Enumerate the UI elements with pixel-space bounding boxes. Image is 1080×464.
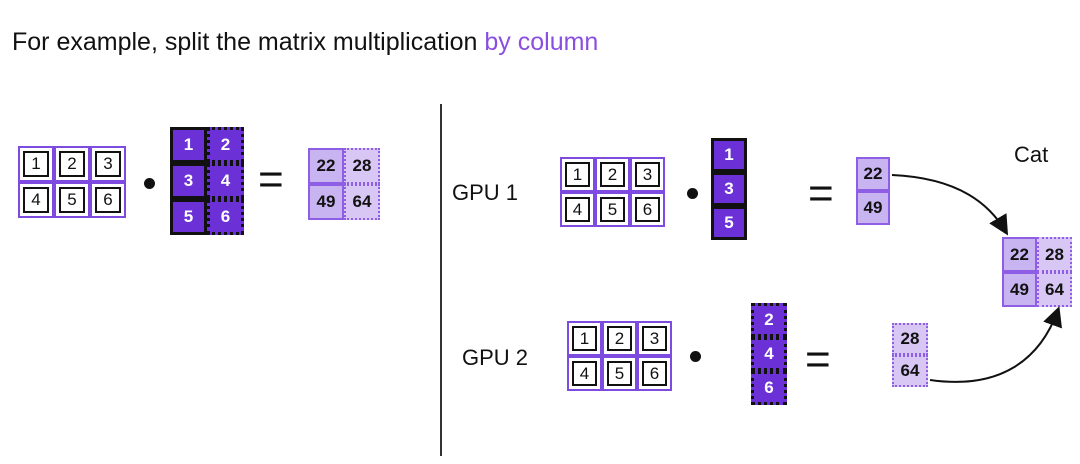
matrix-cell-value: 6	[635, 197, 660, 222]
matrix-cell: 22	[856, 157, 890, 191]
matrix-cell: 3	[711, 172, 747, 206]
matrix-cell: 28	[344, 148, 380, 184]
matrix-cell-value: 6	[642, 361, 667, 386]
matrix-cell: 5	[711, 206, 747, 240]
matrix-cell: 6	[637, 356, 672, 391]
gpu1-dot-operator	[687, 188, 698, 199]
left-dot-operator	[144, 178, 155, 189]
matrix-cell-value: 2	[600, 162, 625, 187]
matrix-cell: 3	[170, 163, 207, 199]
matrix-cell: 5	[170, 199, 207, 235]
matrix-cell: 2	[207, 127, 244, 163]
matrix-cell: 2	[54, 146, 90, 182]
matrix-cell-value: 3	[642, 326, 667, 351]
arrow-gpu2-to-cat	[929, 306, 1062, 383]
matrix-cell-value: 1	[572, 326, 597, 351]
matrix-cell-value: 5	[600, 197, 625, 222]
divider-line	[440, 104, 442, 456]
matrix-cell: 64	[1037, 272, 1072, 307]
cat-label: Cat	[1014, 142, 1049, 167]
matrix-cell: 3	[637, 321, 672, 356]
matrix-cell: 64	[892, 355, 928, 387]
matrix-cell: 5	[602, 356, 637, 391]
matrix-cell: 5	[595, 192, 630, 227]
matrix-cell: 22	[1002, 237, 1037, 272]
matrix-cell: 49	[1002, 272, 1037, 307]
matrix-cell-value: 4	[565, 197, 590, 222]
matrix-cell: 1	[567, 321, 602, 356]
gpu1-label: GPU 1	[452, 180, 519, 205]
matrix-cell: 4	[18, 182, 54, 218]
matrix-cell: 6	[207, 199, 244, 235]
matrix-cell-value: 2	[59, 151, 85, 177]
matrix-cell: 3	[90, 146, 126, 182]
matrix-cell: 4	[560, 192, 595, 227]
left-equals-sign: =	[258, 155, 284, 204]
matrix-cell: 6	[751, 371, 787, 405]
matrix-cell: 4	[207, 163, 244, 199]
matrix-cell-value: 6	[95, 187, 121, 213]
matrix-cell: 3	[630, 157, 665, 192]
gpu2-equals-sign: =	[805, 335, 831, 384]
matrix-cell: 2	[595, 157, 630, 192]
matrix-cell-value: 3	[95, 151, 121, 177]
matrix-cell-value: 1	[23, 151, 49, 177]
matrix-cell: 4	[567, 356, 602, 391]
matrix-cell-value: 2	[607, 326, 632, 351]
matrix-cell-value: 5	[59, 187, 85, 213]
matrix-cell: 22	[308, 148, 344, 184]
matrix-cell: 1	[711, 138, 747, 172]
matrix-cell: 2	[602, 321, 637, 356]
matrix-cell: 6	[630, 192, 665, 227]
matrix-cell-value: 1	[565, 162, 590, 187]
matrix-cell-value: 3	[635, 162, 660, 187]
matrix-cell: 1	[170, 127, 207, 163]
matrix-cell: 1	[560, 157, 595, 192]
matrix-cell: 28	[1037, 237, 1072, 272]
matrix-cell: 5	[54, 182, 90, 218]
matrix-cell: 1	[18, 146, 54, 182]
title-accent: by column	[484, 28, 599, 56]
gpu2-dot-operator	[690, 351, 701, 362]
arrow-gpu1-to-cat	[891, 174, 1009, 236]
title-text: For example, split the matrix multiplica…	[12, 28, 485, 56]
matrix-cell: 6	[90, 182, 126, 218]
gpu1-equals-sign: =	[808, 169, 834, 218]
gpu2-label: GPU 2	[462, 345, 529, 370]
matrix-cell: 2	[751, 303, 787, 337]
matrix-cell: 49	[308, 184, 344, 220]
matrix-cell-value: 5	[607, 361, 632, 386]
matrix-cell: 64	[344, 184, 380, 220]
matrix-cell: 4	[751, 337, 787, 371]
page-title: For example, split the matrix multiplica…	[12, 26, 598, 58]
matrix-cell-value: 4	[23, 187, 49, 213]
matrix-cell: 49	[856, 191, 890, 225]
matrix-cell-value: 4	[572, 361, 597, 386]
matrix-cell: 28	[892, 323, 928, 355]
